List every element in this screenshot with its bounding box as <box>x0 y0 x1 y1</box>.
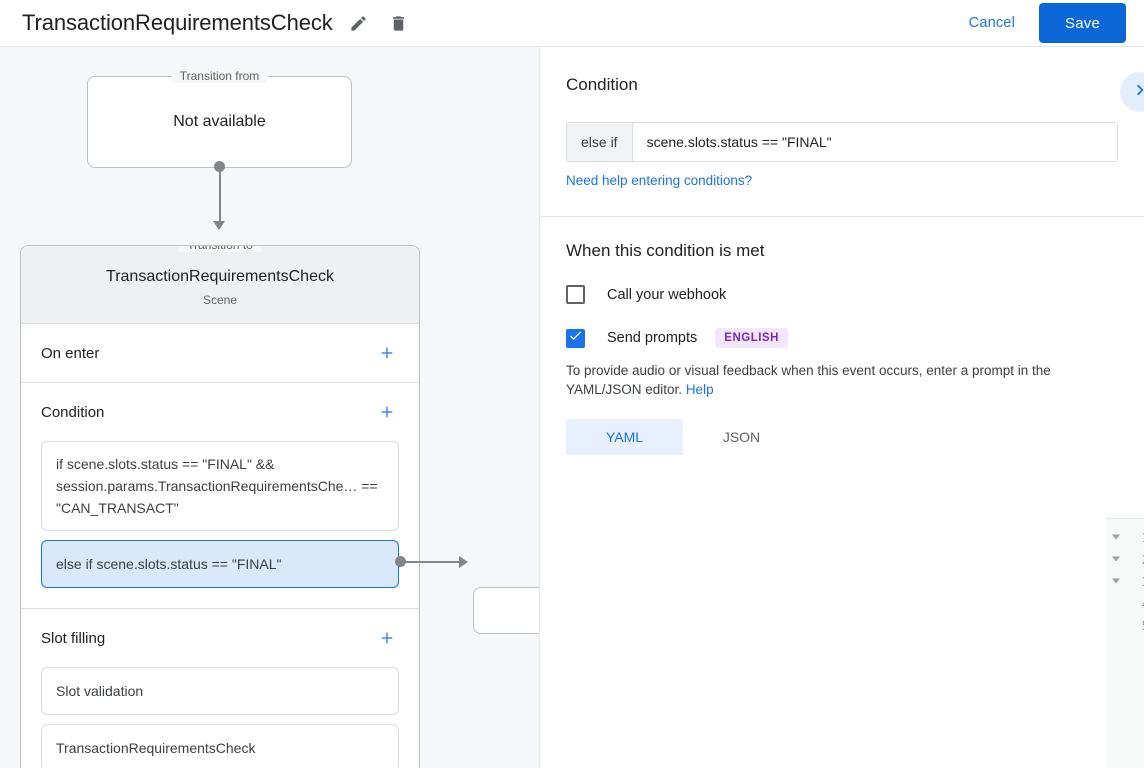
prompts-description: To provide audio or visual feedback when… <box>566 361 1118 399</box>
scene-name: TransactionRequirementsCheck <box>106 268 334 285</box>
condition-section: Condition else if Need help entering con… <box>540 47 1144 217</box>
condition-prefix-label: else if <box>567 123 633 161</box>
transition-from-card[interactable]: Transition from Not available <box>87 69 352 168</box>
panel-divider <box>539 47 540 768</box>
send-prompts-row[interactable]: Send prompts ENGLISH <box>566 328 1118 348</box>
cancel-button[interactable]: Cancel <box>957 7 1027 39</box>
slot-filling-item[interactable]: TransactionRequirementsCheck <box>41 724 399 768</box>
gutter-line[interactable]: 4 <box>1106 592 1144 614</box>
connector-dot-top <box>214 161 225 172</box>
section-header-slot-filling: Slot filling <box>41 609 399 667</box>
language-badge: ENGLISH <box>715 328 788 348</box>
section-slot-filling: Slot filling Slot validation Transaction… <box>21 609 419 768</box>
chevron-right-icon <box>1129 79 1144 106</box>
details-panel: Condition else if Need help entering con… <box>540 47 1144 768</box>
fold-arrow-icon[interactable] <box>1112 556 1120 562</box>
section-title-condition: Condition <box>41 403 105 421</box>
add-condition-button[interactable] <box>375 400 399 424</box>
line-number: 3 <box>1141 574 1144 589</box>
connector-arrow-down <box>213 221 225 230</box>
condition-list: if scene.slots.status == "FINAL" && sess… <box>41 441 399 608</box>
gutter-line[interactable]: 2 <box>1106 548 1144 570</box>
expand-panel-button[interactable] <box>1120 72 1144 112</box>
condition-input-row[interactable]: else if <box>566 122 1118 162</box>
delete-button[interactable] <box>385 9 413 37</box>
tab-json[interactable]: JSON <box>722 429 761 445</box>
when-condition-met-heading: When this condition is met <box>566 241 765 260</box>
section-header-on-enter: On enter <box>41 324 399 382</box>
add-slot-filling-button[interactable] <box>375 626 399 650</box>
flow-canvas[interactable]: Transition from Not available Transition… <box>0 47 540 768</box>
editor-format-tabs: YAML JSON <box>566 419 1118 455</box>
pencil-icon <box>349 14 368 33</box>
connector-line-vertical <box>219 167 221 224</box>
add-on-enter-button[interactable] <box>375 341 399 365</box>
when-condition-met-section: When this condition is met Call your web… <box>540 217 1144 455</box>
save-button[interactable]: Save <box>1039 3 1126 43</box>
fold-arrow-icon[interactable] <box>1112 578 1120 584</box>
send-prompts-label: Send prompts <box>607 330 698 346</box>
scene-type: Scene <box>202 293 238 307</box>
prompts-help-link[interactable]: Help <box>685 382 714 397</box>
plus-icon <box>378 629 396 647</box>
call-webhook-checkbox[interactable] <box>566 285 585 304</box>
slot-filling-item[interactable]: Slot validation <box>41 667 399 715</box>
scene-header: TransactionRequirementsCheck Scene <box>21 246 419 324</box>
line-number: 2 <box>1141 552 1144 567</box>
prompts-description-text: To provide audio or visual feedback when… <box>566 363 1051 397</box>
slot-filling-list: Slot validation TransactionRequirementsC… <box>41 667 399 768</box>
code-editor[interactable]: 1 2 3 4 5 candidates: - <box>1106 518 1144 768</box>
trash-icon <box>389 14 408 33</box>
section-on-enter: On enter <box>21 324 419 383</box>
connector-dot-condition <box>395 556 406 567</box>
gutter-line[interactable]: 3 <box>1106 570 1144 592</box>
condition-item-selected[interactable]: else if scene.slots.status == "FINAL" <box>41 540 399 588</box>
connector-line-horizontal <box>404 561 460 563</box>
fold-arrow-icon[interactable] <box>1112 534 1120 540</box>
gutter-line[interactable]: 1 <box>1106 526 1144 548</box>
condition-help-link[interactable]: Need help entering conditions? <box>566 173 753 188</box>
plus-icon <box>378 403 396 421</box>
section-header-condition: Condition <box>41 383 399 441</box>
call-webhook-label: Call your webhook <box>607 286 727 303</box>
section-condition: Condition if scene.slots.status == "FINA… <box>21 383 419 609</box>
next-node-card[interactable] <box>473 587 540 634</box>
checkmark-icon <box>568 328 583 348</box>
plus-icon <box>378 344 396 362</box>
editor-gutter: 1 2 3 4 5 <box>1106 519 1144 768</box>
condition-item[interactable]: if scene.slots.status == "FINAL" && sess… <box>41 441 399 531</box>
send-prompts-checkbox[interactable] <box>566 328 585 348</box>
connector-arrow-right <box>459 556 468 568</box>
condition-heading: Condition <box>566 75 638 94</box>
top-bar: TransactionRequirementsCheck Cancel Save <box>0 0 1144 47</box>
line-number: 4 <box>1141 596 1144 611</box>
webhook-row[interactable]: Call your webhook <box>566 285 1118 304</box>
gutter-line[interactable]: 5 <box>1106 614 1144 636</box>
transition-from-value: Not available <box>173 113 266 130</box>
transition-to-card[interactable]: Transition to TransactionRequirementsChe… <box>20 245 420 768</box>
tab-yaml[interactable]: YAML <box>566 419 683 455</box>
section-title-on-enter: On enter <box>41 344 100 362</box>
page-title: TransactionRequirementsCheck <box>22 10 333 35</box>
line-number: 1 <box>1141 530 1144 545</box>
line-number: 5 <box>1141 618 1144 633</box>
transition-from-legend: Transition from <box>171 69 268 83</box>
transition-to-legend: Transition to <box>179 246 261 252</box>
section-title-slot-filling: Slot filling <box>41 629 106 647</box>
condition-input[interactable] <box>632 123 1117 161</box>
edit-name-button[interactable] <box>345 9 373 37</box>
